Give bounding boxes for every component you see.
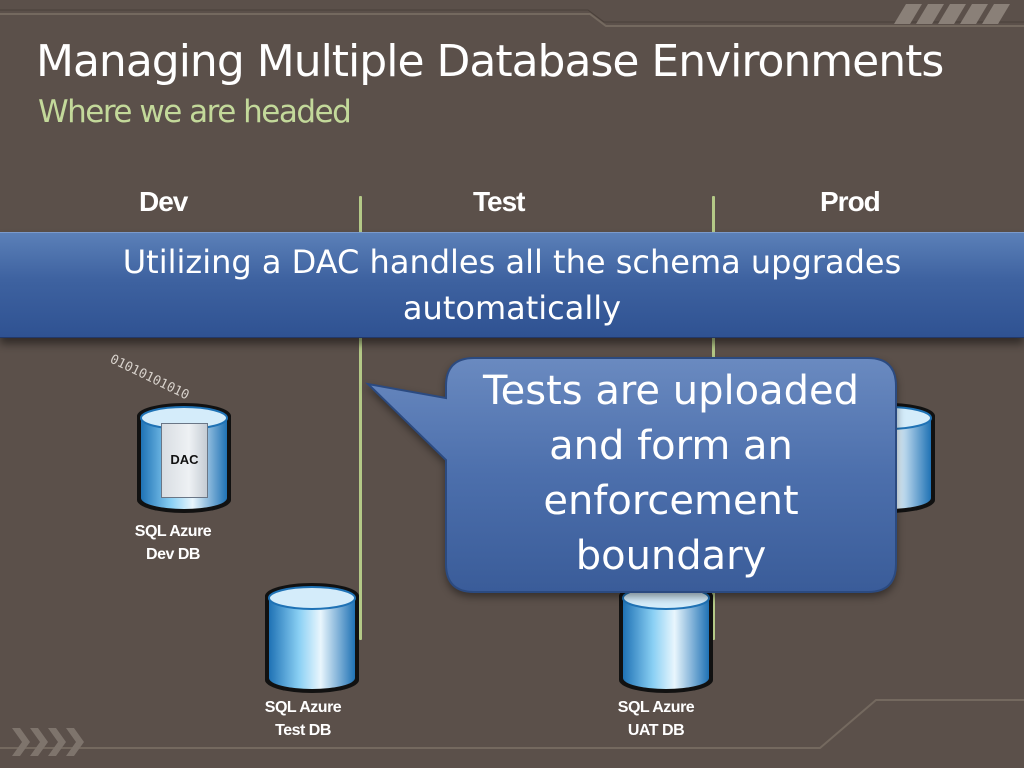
callout-line2: and form an — [549, 423, 793, 469]
dac-document-icon: DAC — [161, 423, 208, 498]
column-header-dev: Dev — [139, 186, 188, 217]
callout-line3: enforcement — [543, 478, 799, 524]
dac-document-label: DAC — [170, 452, 199, 467]
bottom-chevrons — [12, 728, 84, 756]
column-header-test: Test — [473, 186, 525, 217]
callout-line1: Tests are uploaded — [483, 368, 859, 414]
db-label-uat-line2: UAT DB — [627, 722, 685, 739]
banner-line2: automatically — [402, 289, 622, 327]
top-stripes — [894, 4, 1010, 24]
banner-line1: Utilizing a DAC handles all the schema u… — [122, 243, 902, 281]
callout-line4: boundary — [575, 533, 767, 579]
column-header-prod: Prod — [820, 186, 881, 217]
db-label-dev: SQL Azure Dev DB — [103, 520, 243, 566]
db-label-test-line2: Test DB — [275, 722, 331, 739]
divider-dev-test — [359, 196, 362, 640]
db-label-test-line1: SQL Azure — [264, 699, 342, 716]
database-cylinder-icon-test — [265, 583, 359, 693]
db-label-dev-line1: SQL Azure — [134, 523, 212, 540]
dac-upgrade-banner: Utilizing a DAC handles all the schema u… — [0, 232, 1024, 338]
slide-title: Managing Multiple Database Environments — [36, 36, 944, 87]
db-label-uat: SQL Azure UAT DB — [586, 696, 726, 742]
slide-subtitle: Where we are headed — [38, 94, 352, 130]
db-label-test: SQL Azure Test DB — [233, 696, 373, 742]
db-label-uat-line1: SQL Azure — [617, 699, 695, 716]
callout-text: Tests are uploaded and form an enforceme… — [448, 364, 894, 584]
db-label-dev-line2: Dev DB — [146, 546, 200, 563]
